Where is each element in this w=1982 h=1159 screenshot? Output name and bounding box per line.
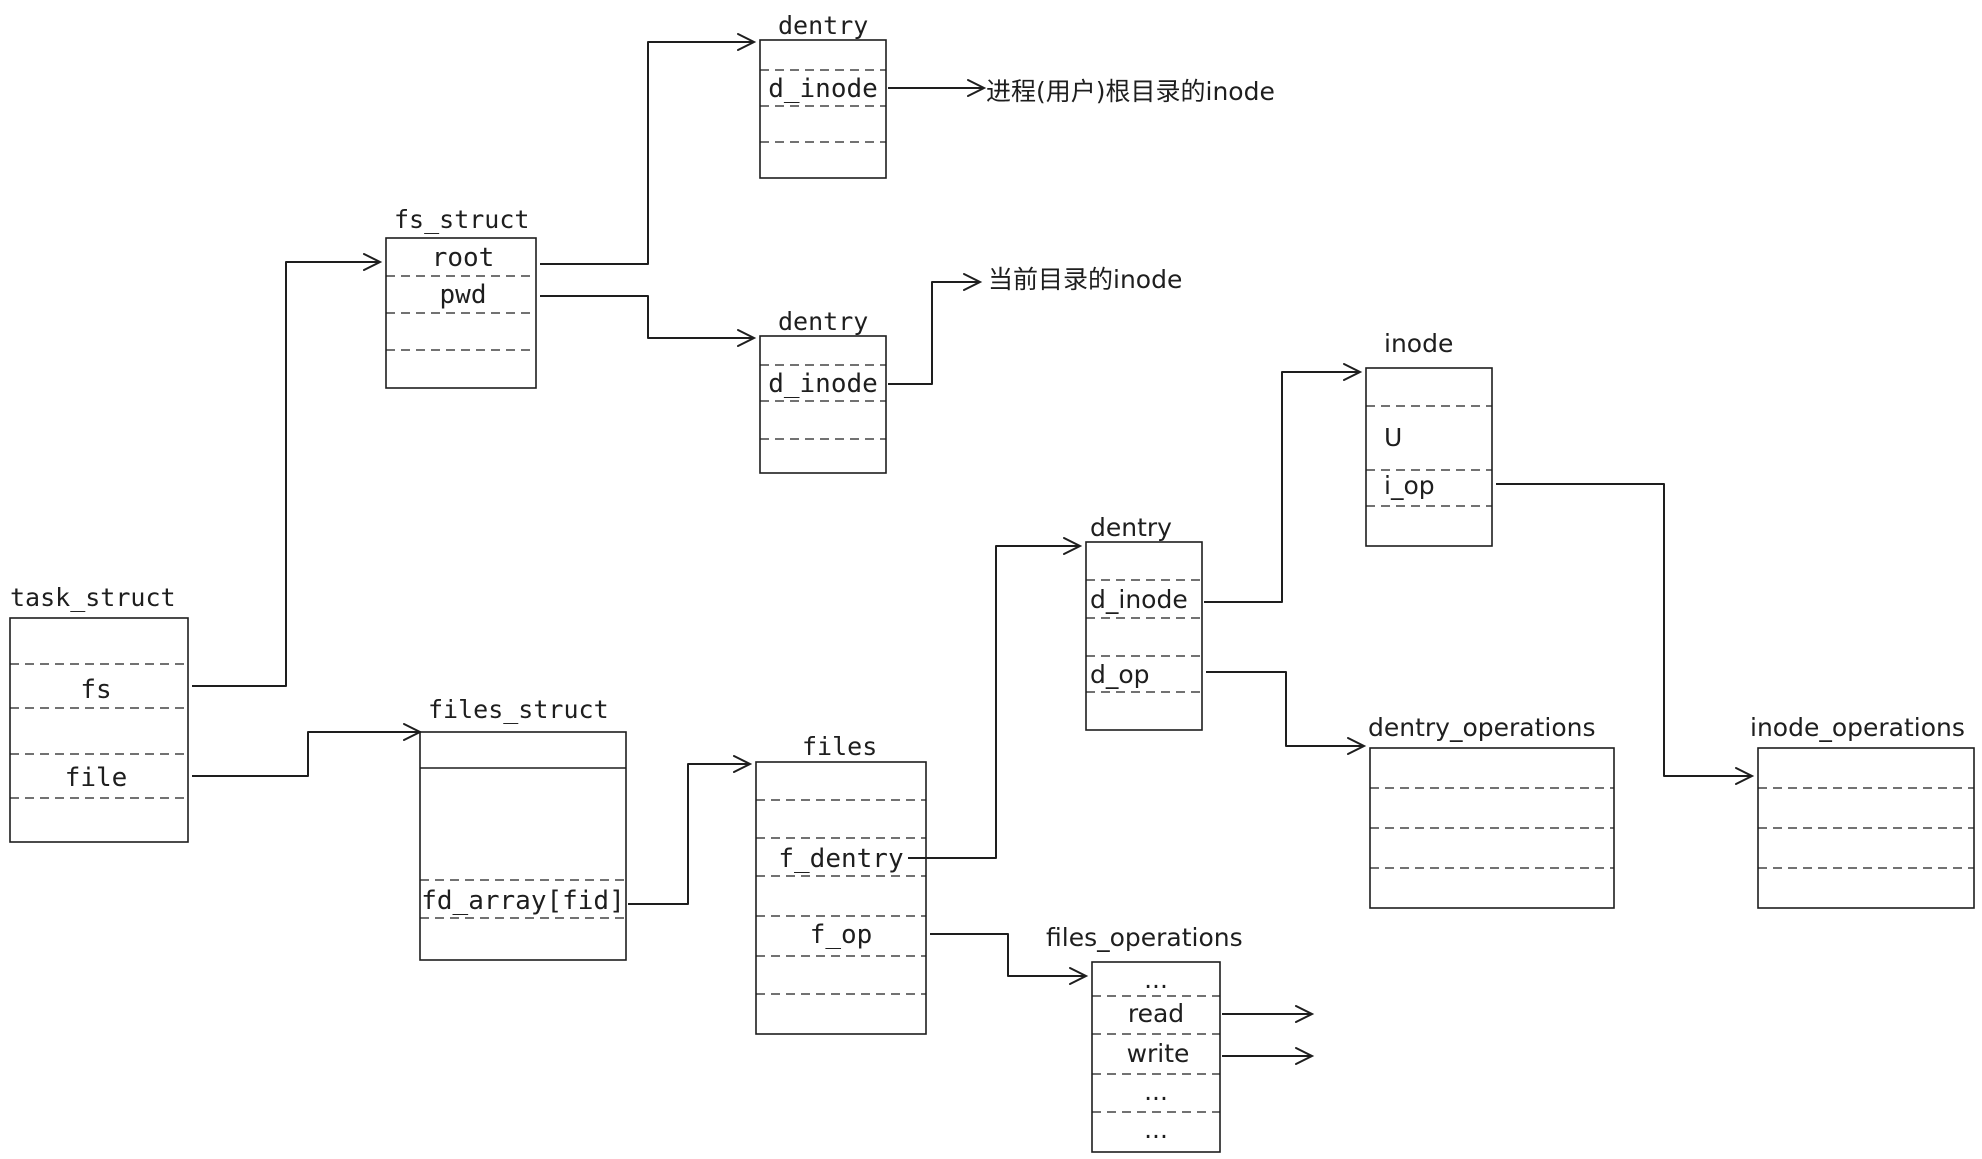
fs-struct: fs_struct root pwd: [385, 205, 537, 389]
fs-struct-title: fs_struct: [394, 205, 529, 234]
files-operations-title: files_operations: [1046, 923, 1243, 952]
dentry-pwd-box: [759, 335, 887, 474]
dentry-operations: dentry_operations: [1368, 713, 1615, 909]
files-operations-write-field: write: [1127, 1039, 1190, 1068]
arrowhead: [967, 79, 987, 97]
inode-i-op-field: i_op: [1384, 471, 1435, 500]
fs-struct-pwd-field: pwd: [440, 280, 487, 310]
arrow-pwd-to-dentry: [540, 295, 754, 339]
pwd-inode-note: 当前目录的inode: [988, 265, 1182, 294]
dentry-file-d-inode-field: d_inode: [1090, 585, 1188, 614]
dentry-root: dentry d_inode: [759, 11, 887, 179]
dentry-file-box: [1085, 541, 1203, 731]
files-struct-title: files_struct: [428, 695, 609, 724]
files-operations-box: [1091, 961, 1221, 1153]
arrowhead: [1735, 767, 1755, 785]
files-operations-slot-4: ...: [1144, 1077, 1168, 1106]
files-f-op-field: f_op: [810, 920, 873, 950]
fs-struct-root-field: root: [432, 243, 495, 273]
arrow-fs-to-fs-struct: [192, 261, 380, 687]
arrowhead: [1295, 1047, 1315, 1065]
files-box: [755, 761, 927, 1035]
files-f-dentry-field: f_dentry: [778, 844, 903, 874]
files-struct-box: [419, 731, 627, 961]
files-title: files: [802, 732, 877, 761]
inode-operations: inode_operations: [1750, 713, 1975, 909]
arrow-f-op-to-files-operations: [930, 933, 1086, 977]
dentry-root-box: [759, 39, 887, 179]
arrow-root-to-dentry: [540, 41, 754, 265]
arrowhead: [403, 723, 423, 741]
arrowhead: [1063, 537, 1083, 555]
inode-operations-title: inode_operations: [1750, 713, 1965, 742]
arrowhead: [1347, 737, 1367, 755]
task-struct-fs-field: fs: [80, 675, 111, 705]
arrow-file-to-files-struct: [192, 731, 420, 777]
task-struct-file-field: file: [65, 763, 128, 793]
files: files f_dentry f_op: [755, 732, 927, 1035]
files-operations-slot-5: ...: [1144, 1115, 1168, 1144]
arrowhead: [1343, 363, 1363, 381]
arrow-fd-array-to-files: [628, 763, 750, 905]
arrowhead: [963, 273, 983, 291]
arrow-pwd-d-inode: [888, 281, 980, 385]
arrowhead: [733, 755, 753, 773]
files-operations-read-field: read: [1128, 999, 1184, 1028]
task-struct-title: task_struct: [10, 583, 176, 612]
inode: inode U i_op: [1365, 329, 1493, 547]
dentry-file-title: dentry: [1090, 513, 1172, 542]
arrowhead: [737, 33, 757, 51]
inode-title: inode: [1384, 329, 1453, 358]
dentry-operations-title: dentry_operations: [1368, 713, 1596, 742]
task-struct: task_struct fs file: [9, 583, 189, 843]
dentry-root-title: dentry: [778, 11, 868, 40]
dentry-root-d-inode-field: d_inode: [768, 74, 878, 104]
arrowhead: [1069, 967, 1089, 985]
arrow-d-op-to-dentry-operations: [1206, 671, 1364, 747]
dentry-pwd-title: dentry: [778, 307, 868, 336]
files-operations: files_operations ... read write ... ...: [1046, 923, 1243, 1153]
arrowhead: [1295, 1005, 1315, 1023]
arrow-i-op-to-inode-operations: [1496, 483, 1752, 777]
dentry-file: dentry d_inode d_op: [1085, 513, 1203, 731]
inode-u-field: U: [1384, 423, 1402, 452]
files-struct: files_struct fd_array[fid]: [419, 695, 627, 961]
root-inode-note: 进程(用户)根目录的inode: [986, 77, 1275, 106]
arrowhead: [737, 329, 757, 347]
dentry-file-d-op-field: d_op: [1090, 660, 1150, 689]
task-struct-box: [9, 617, 189, 843]
arrow-d-inode-to-inode: [1204, 371, 1360, 603]
files-operations-slot-1: ...: [1144, 965, 1168, 994]
arrowhead: [363, 253, 383, 271]
dentry-pwd-d-inode-field: d_inode: [768, 369, 878, 399]
connectors: [192, 33, 1755, 1065]
inode-box: [1365, 367, 1493, 547]
dentry-pwd: dentry d_inode: [759, 307, 887, 474]
files-struct-fd-array-field: fd_array[fid]: [421, 886, 625, 916]
arrow-f-dentry-to-dentry: [908, 545, 1080, 859]
